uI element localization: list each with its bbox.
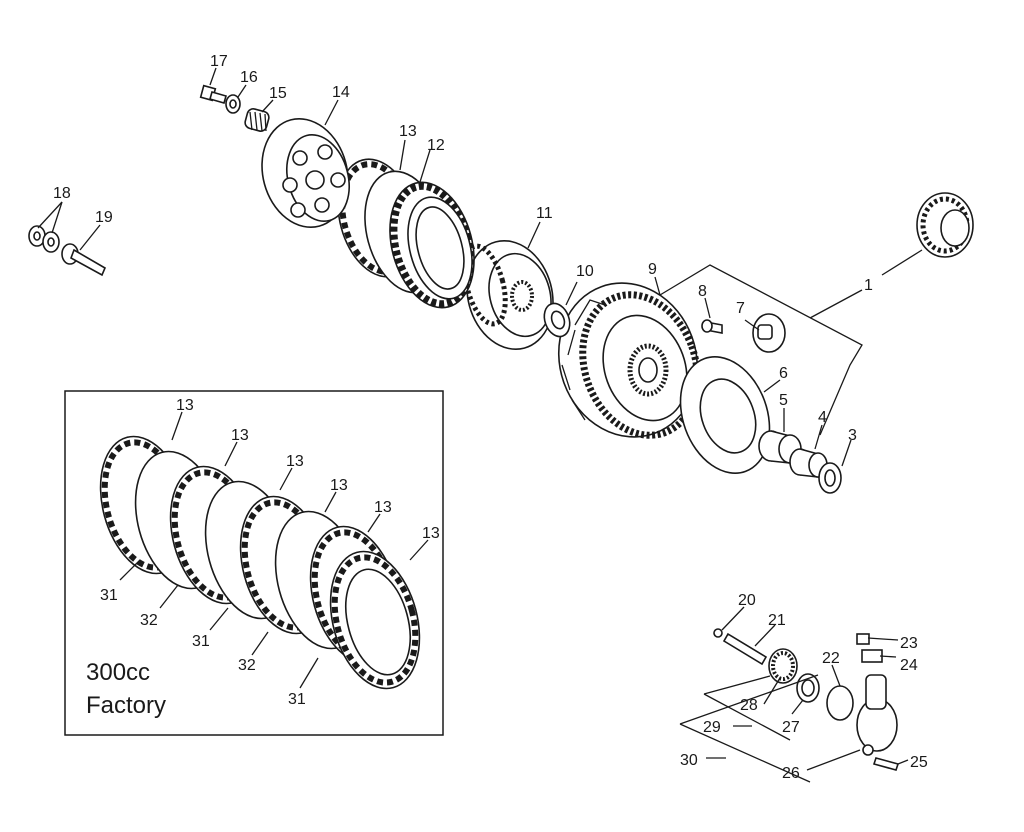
inset-label-13-d: 13 xyxy=(330,477,348,494)
inset-label-31-c: 31 xyxy=(288,691,306,708)
inset-label-13-a: 13 xyxy=(176,397,194,414)
clutch-basket xyxy=(557,282,701,439)
washer-3 xyxy=(818,462,842,494)
label-21: 21 xyxy=(768,612,786,629)
inset-label-31-b: 31 xyxy=(192,633,210,650)
label-28: 28 xyxy=(740,697,758,714)
inset-title-line1: 300cc xyxy=(86,659,150,686)
label-20: 20 xyxy=(738,592,756,609)
label-26: 26 xyxy=(782,765,800,782)
inset-300cc-factory: 13 13 13 13 13 13 31 32 31 32 31 300cc F… xyxy=(64,390,444,736)
slave-cylinder-26 xyxy=(856,674,898,756)
bushing-7 xyxy=(752,313,786,353)
label-6: 6 xyxy=(779,365,788,382)
label-10: 10 xyxy=(576,263,594,280)
label-18: 18 xyxy=(53,185,71,202)
inset-label-13-b: 13 xyxy=(231,427,249,444)
thrust-washer xyxy=(543,302,571,338)
primary-gear xyxy=(916,192,974,258)
spring-bolt xyxy=(199,84,227,104)
label-16: 16 xyxy=(240,69,258,86)
label-14: 14 xyxy=(332,84,350,101)
label-5: 5 xyxy=(779,392,788,409)
bushing-4 xyxy=(789,448,828,478)
label-8: 8 xyxy=(698,283,707,300)
bleeder-23 xyxy=(856,633,870,645)
label-11: 11 xyxy=(536,205,553,222)
friction-and-steel-plates xyxy=(337,158,475,309)
clutch-spring xyxy=(244,108,270,132)
inner-hub xyxy=(462,239,554,351)
push-rod-bearing xyxy=(61,243,107,277)
spring-washer xyxy=(225,94,241,114)
label-4: 4 xyxy=(818,409,827,426)
inset-plate-stack xyxy=(99,435,421,690)
label-23: 23 xyxy=(900,635,918,652)
label-1: 1 xyxy=(864,277,873,294)
label-24: 24 xyxy=(900,657,918,674)
label-7: 7 xyxy=(736,300,745,317)
inset-label-13-f: 13 xyxy=(422,525,440,542)
label-30: 30 xyxy=(680,752,698,769)
leader-lines xyxy=(37,67,863,467)
part-number-labels: 1 3 4 5 6 7 8 9 10 11 12 13 14 15 16 17 … xyxy=(53,53,928,782)
label-19: 19 xyxy=(95,209,113,226)
label-13: 13 xyxy=(399,123,417,140)
gasket-6 xyxy=(679,356,771,474)
bleeder-24 xyxy=(861,649,883,663)
label-25: 25 xyxy=(910,754,928,771)
label-27: 27 xyxy=(782,719,800,736)
bolt-25 xyxy=(872,757,900,771)
label-29: 29 xyxy=(703,719,721,736)
inset-label-31-a: 31 xyxy=(100,587,118,604)
pressure-plate xyxy=(261,117,350,229)
clutch-actuator-group xyxy=(679,606,909,783)
label-22: 22 xyxy=(822,650,840,667)
inset-leader-lines xyxy=(119,411,429,689)
inset-label-32-a: 32 xyxy=(140,612,158,629)
label-3: 3 xyxy=(848,427,857,444)
bushing-5 xyxy=(758,430,802,464)
label-9: 9 xyxy=(648,261,657,278)
push-rod-21 xyxy=(722,632,768,666)
pin-20 xyxy=(713,628,723,638)
o-ring-22 xyxy=(826,685,854,721)
label-12: 12 xyxy=(427,137,445,154)
lock-washers xyxy=(28,225,60,253)
inset-title-line2: Factory xyxy=(86,692,166,719)
bolt-8 xyxy=(701,319,723,334)
label-17: 17 xyxy=(210,53,228,70)
inset-label-13-e: 13 xyxy=(374,499,392,516)
piston-28 xyxy=(768,648,798,684)
inset-label-13-c: 13 xyxy=(286,453,304,470)
inset-label-32-b: 32 xyxy=(238,657,256,674)
label-15: 15 xyxy=(269,85,287,102)
